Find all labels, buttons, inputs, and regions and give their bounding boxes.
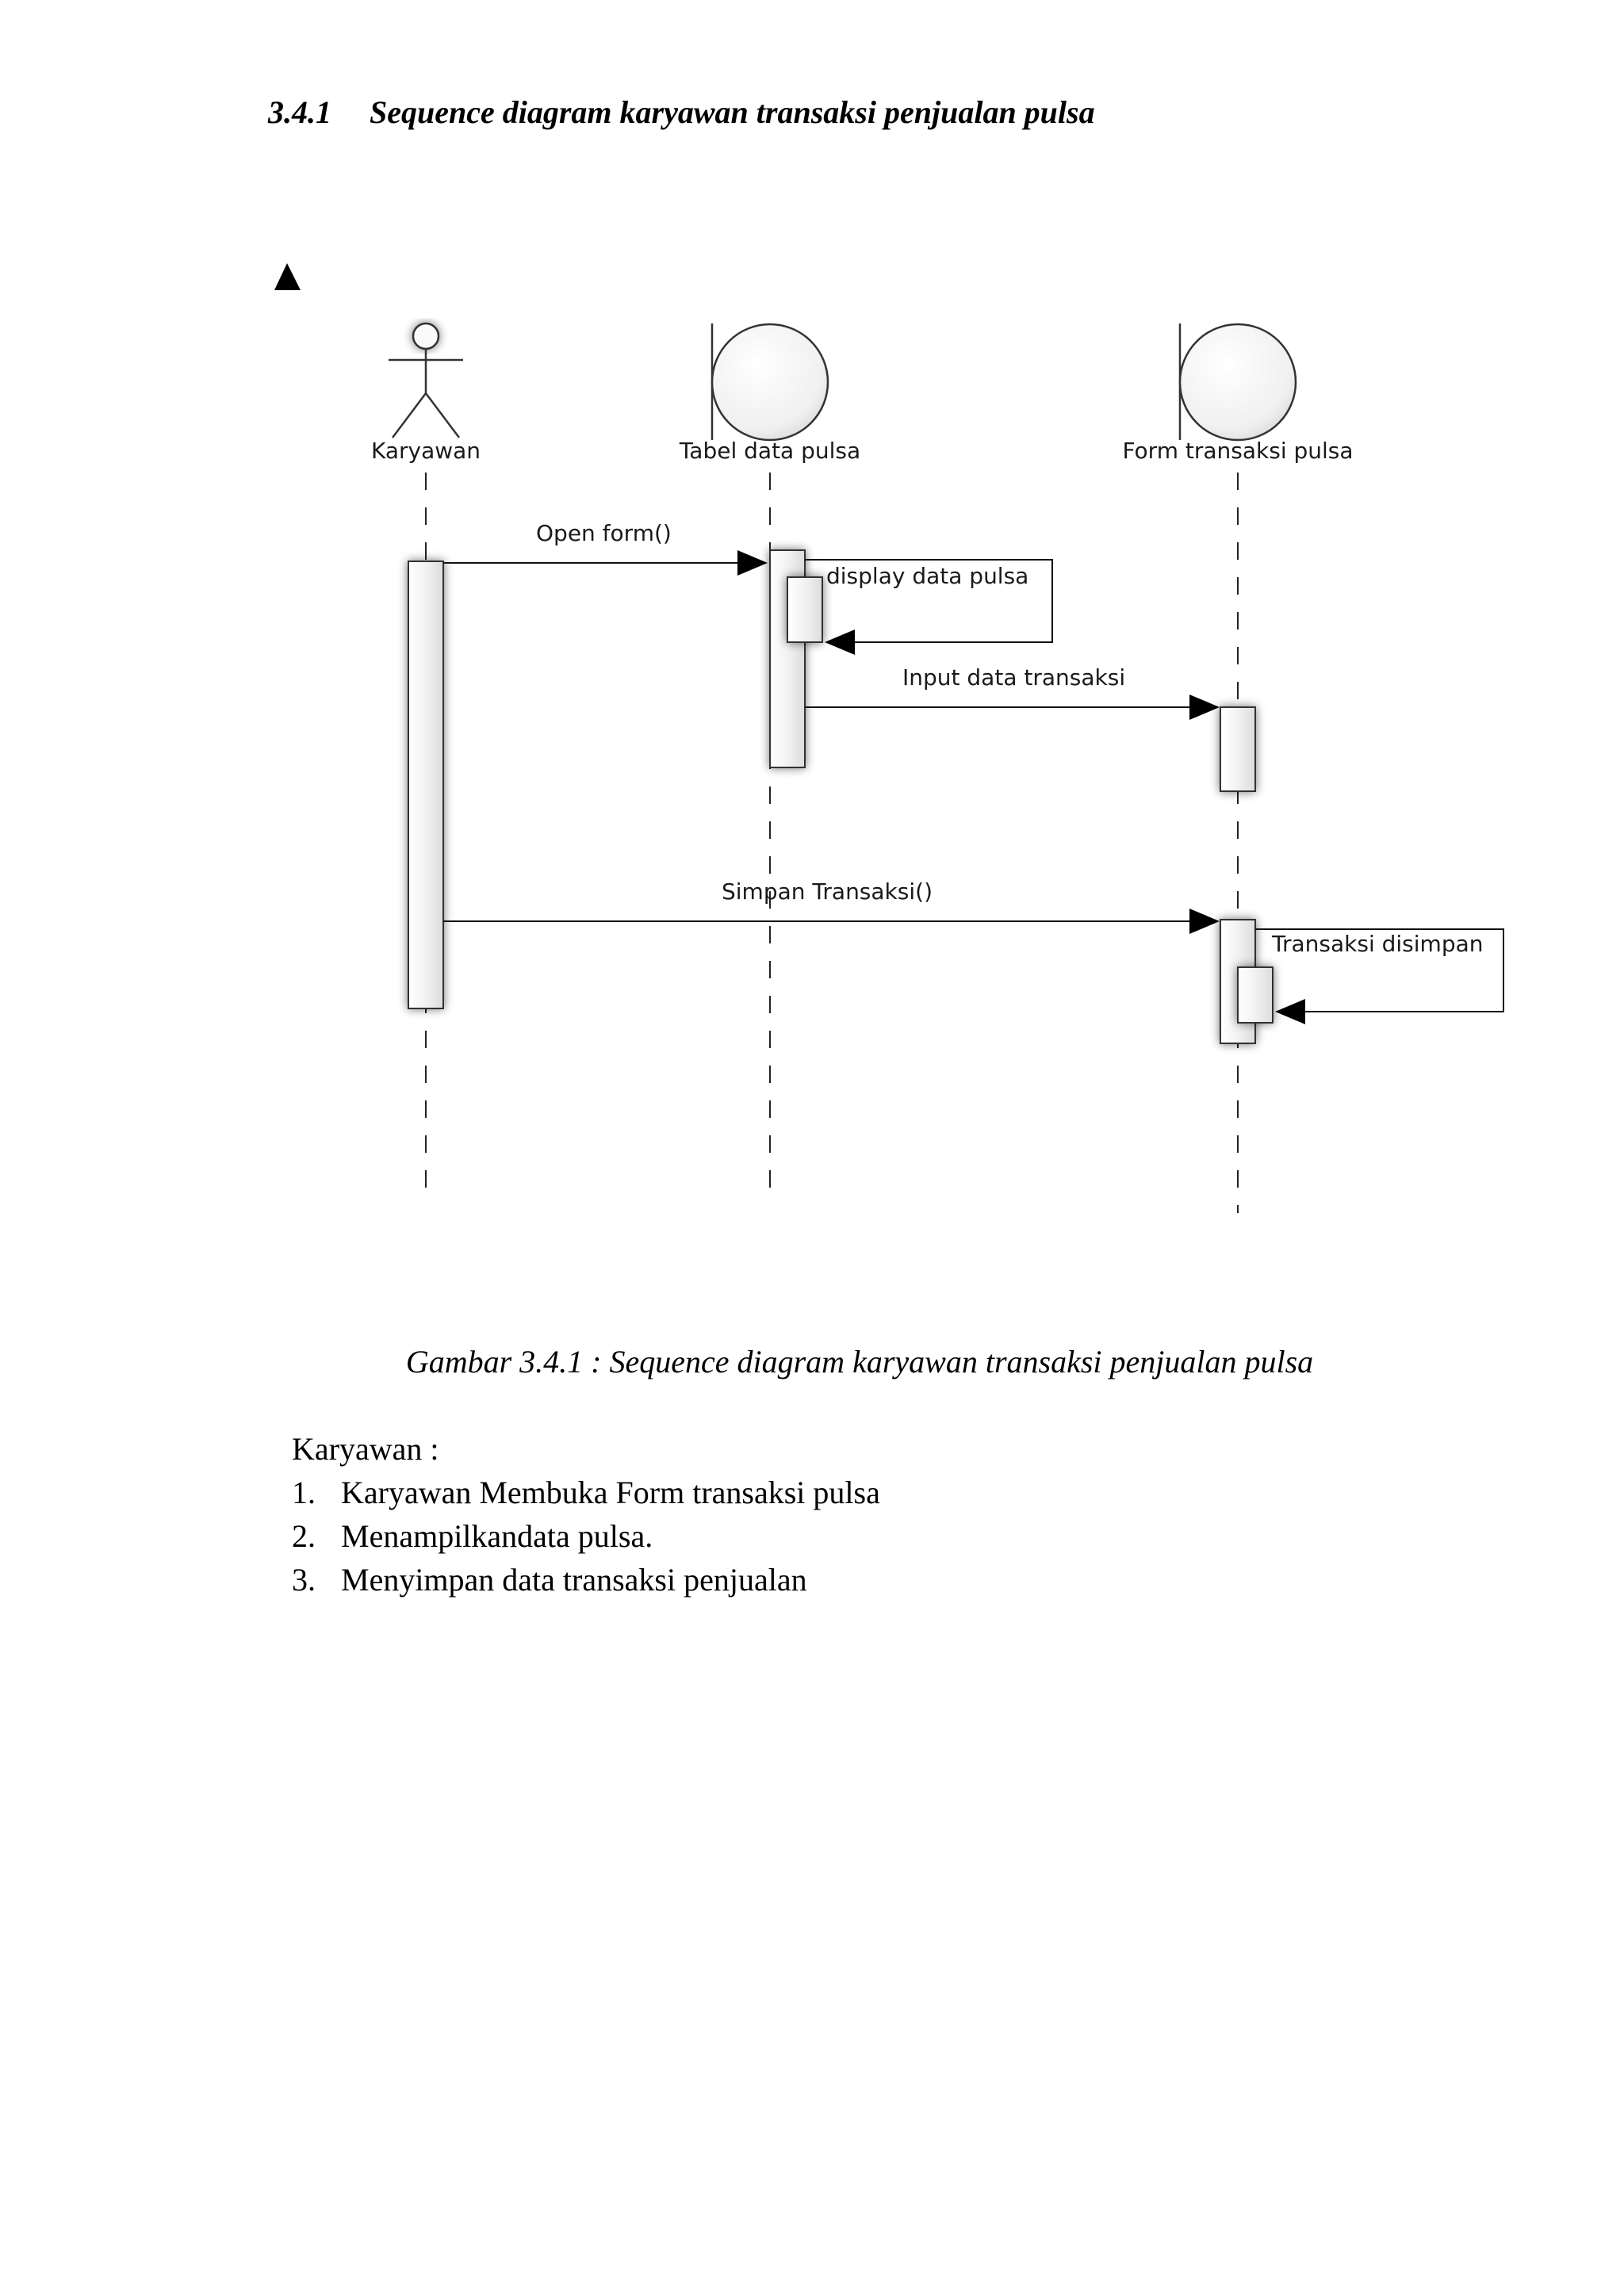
section-heading: 3.4.1 Sequence diagram karyawan transaksi… [268, 94, 1095, 131]
message-label-open-form: Open form() [536, 520, 672, 546]
message-label-display-data-pulsa: display data pulsa [826, 563, 1028, 589]
list-item-text: Menampilkandata pulsa. [341, 1518, 653, 1554]
description-list: 1.Karyawan Membuka Form transaksi pulsa … [292, 1471, 880, 1601]
section-number: 3.4.1 [268, 94, 331, 130]
figure-caption: Gambar 3.4.1 : Sequence diagram karyawan… [405, 1344, 1314, 1380]
section-title: Sequence diagram karyawan transaksi penj… [370, 94, 1095, 130]
message-label-simpan-transaksi: Simpan Transaksi() [722, 878, 933, 905]
list-item-number: 2. [292, 1518, 316, 1554]
activation-karyawan [408, 561, 444, 1009]
sequence-diagram: Karyawan Tabel data pulsa Form transaksi… [274, 263, 1504, 1213]
boundary-form-transaksi-pulsa-icon [1178, 323, 1297, 442]
list-item: 2. Menampilkandata pulsa. [292, 1514, 880, 1558]
message-input-data-transaksi: Input data transaksi [805, 664, 1220, 720]
activation-form-input [1220, 706, 1256, 792]
message-label-input-data-transaksi: Input data transaksi [902, 664, 1125, 691]
message-transaksi-disimpan: Transaksi disimpan [1255, 928, 1504, 1024]
list-item-text: Menyimpan data transaksi penjualan [341, 1562, 807, 1598]
message-open-form: Open form() [443, 520, 768, 576]
list-item-text: Karyawan Membuka Form transaksi pulsa [341, 1475, 880, 1510]
lifeline-label-karyawan: Karyawan [371, 438, 481, 464]
description-intro: Karyawan : [292, 1431, 439, 1467]
list-item-number: 3. [292, 1562, 316, 1598]
list-item: 1. Karyawan Membuka Form transaksi pulsa [292, 1471, 880, 1514]
list-item: 3. Menyimpan data transaksi penjualan [292, 1558, 880, 1601]
activation-form-nested [1237, 966, 1274, 1024]
message-label-transaksi-disimpan: Transaksi disimpan [1271, 931, 1484, 957]
list-item-number: 1. [292, 1475, 316, 1510]
actor-karyawan-icon [389, 322, 463, 438]
triangle-marker-icon [274, 263, 301, 290]
description: Karyawan : 1. Karyawan Membuka Form trans… [292, 1427, 880, 1601]
message-display-data-pulsa: display data pulsa [805, 559, 1053, 655]
boundary-tabel-data-pulsa-icon [710, 323, 829, 442]
lifeline-label-tabel-data-pulsa: Tabel data pulsa [679, 438, 860, 464]
activation-tabel-nested [787, 576, 823, 643]
message-simpan-transaksi: Simpan Transaksi() [443, 878, 1220, 934]
lifeline-label-form-transaksi-pulsa: Form transaksi pulsa [1122, 438, 1353, 464]
